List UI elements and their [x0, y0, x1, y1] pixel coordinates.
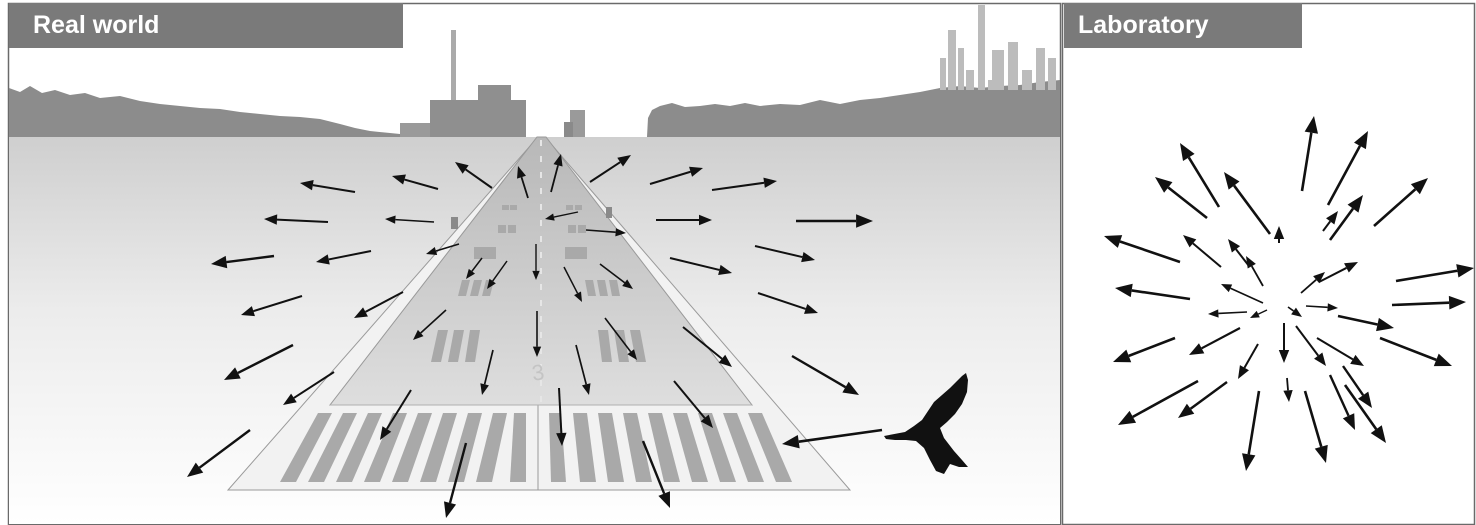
factory-low	[400, 123, 432, 137]
factory-stack	[451, 30, 456, 102]
runway-light-left	[451, 217, 458, 229]
laboratory-panel-title: Laboratory	[1064, 3, 1302, 48]
runway-light-right	[606, 207, 612, 218]
laboratory-panel-frame	[1063, 4, 1475, 525]
factory-upper	[478, 85, 511, 103]
real-world-panel-title: Real world	[9, 3, 403, 48]
small-building-2	[564, 122, 573, 137]
optic-flow-arrow-icon	[1287, 378, 1288, 390]
factory-main	[430, 100, 526, 137]
